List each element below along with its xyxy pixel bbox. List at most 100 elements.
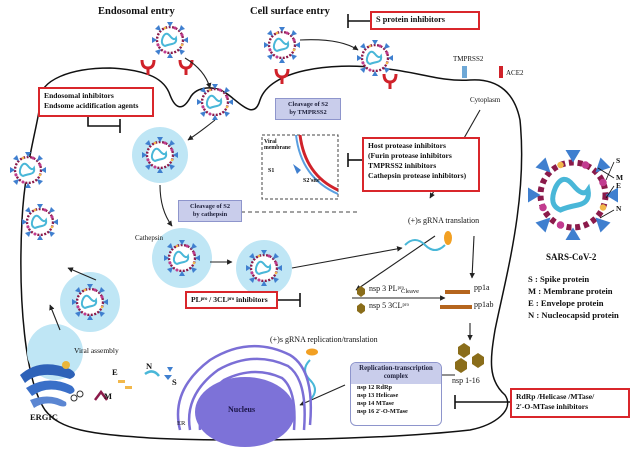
s2-site-label: S2'site [303, 178, 320, 184]
endosomal-inhibitors-line: Endosomal inhibitors [44, 91, 114, 100]
virion-endocytosis [195, 82, 235, 122]
replication-transcription-complex: Replication-transcription complex nsp 12… [350, 362, 442, 426]
legend-entry-e: E : Envelope protein [528, 297, 619, 309]
tmprss2-label: TMPRSS2 [453, 55, 484, 63]
rtc-title-line-2: complex [383, 373, 409, 381]
host-protease-line-4: Cathepsin protease inhibitors) [368, 170, 467, 180]
ribosome-2 [306, 348, 318, 356]
virion-bound-ace2 [355, 38, 395, 78]
virion-surface-entry [262, 25, 302, 65]
legend-entry-s: S : Spike protein [528, 274, 619, 285]
ace2-receptor-2 [178, 58, 194, 77]
ace2-receptor-3 [274, 67, 290, 86]
ergic-complex [20, 361, 84, 408]
nsp-1-16-label: nsp 1-16 [452, 376, 480, 385]
ace2-receptor-4 [382, 72, 398, 91]
s-protein-inhibitors-box: S protein inhibitors [370, 11, 480, 30]
tmprss2-marker [462, 66, 467, 78]
legend-virion-label-m: M [616, 173, 624, 182]
title-endosomal-entry: Endosomal entry [98, 6, 175, 17]
rtc-item-nsp13: nsp 13 Helicase [357, 392, 399, 400]
ace2-label: ACE2 [506, 69, 524, 77]
s1-label: S1 [268, 168, 275, 174]
nsp-hexagons [357, 286, 484, 373]
pl-3cl-inhibitors-label: PLᵖʳᵒ / 3CLᵖʳᵒ inhibitors [191, 295, 268, 304]
rdrp-inhibitors-box: RdRp /Helicase /MTase/ 2'-O-MTase inhibi… [510, 388, 630, 418]
legend-text-s: : Spike protein [534, 274, 590, 284]
legend-key-n: N [528, 309, 535, 320]
cleave-label: Cleave [401, 288, 420, 295]
legend-virion-label-n: N [616, 204, 622, 213]
legend-virus-name: SARS-CoV-2 [546, 252, 597, 262]
grna-replication-label: (+)s gRNA replication/translation [270, 335, 378, 344]
host-protease-inhibitors-box: Host protease inhibitors (Furin protease… [362, 137, 480, 192]
legend-entry-n: N : Nucleocapsid protein [528, 309, 619, 321]
legend-virion [528, 150, 618, 240]
viral-membrane-line-2: membrane [264, 145, 291, 152]
cleavage-cathepsin-box: Cleavage of S2 by cathepsin [178, 200, 242, 222]
protein-m-label: M [104, 391, 113, 401]
endosomal-inhibitors-box: Endosomal inhibitors Endsome acidificati… [38, 87, 154, 117]
cleavage-tmprss2-line-1: Cleavage of S2 [287, 101, 329, 108]
nsp3-label: nsp 3 PLᵖʳᵒ [369, 284, 404, 293]
legend-virion-label-e: E [616, 181, 622, 190]
protein-e-label: E [112, 367, 118, 377]
viral-protein-cluster [94, 367, 173, 401]
rtc-item-nsp14: nsp 14 MTase [357, 400, 394, 408]
virion-in-exit-vesicle [70, 282, 110, 322]
nucleus-label: Nucleus [228, 405, 256, 414]
rtc-header: Replication-transcription complex [351, 363, 441, 384]
cathepsin-label: Cathepsin [135, 234, 163, 242]
virion-in-endosome-3 [244, 248, 284, 288]
viral-membrane-label: Viral membrane [264, 139, 291, 152]
virion-in-endosome-2 [162, 238, 202, 278]
legend-text-m: : Membrane protein [538, 285, 613, 296]
er-label: ER [177, 420, 186, 427]
rtc-item-nsp12: nsp 12 RdRp [357, 383, 392, 391]
cleavage-tmprss2-line-2: by TMPRSS2 [289, 109, 327, 116]
legend-key-e: E [528, 297, 534, 308]
viral-assembly-label: Viral assembly [74, 346, 119, 355]
legend-key-s: S [528, 274, 533, 284]
ribosome-1 [444, 231, 452, 245]
host-protease-line-3: TMPRSS2 inhibitors [368, 160, 437, 170]
grna-strand-2 [304, 359, 316, 401]
rdrp-line-1: RdRp /Helicase /MTase/ [516, 392, 595, 401]
s2-cleavage-inset [261, 134, 339, 200]
virion-released-2 [20, 202, 60, 242]
legend-key-m: M [528, 285, 537, 296]
pp1ab-bar [440, 305, 472, 309]
grna-strand-1 [404, 239, 446, 251]
protein-s-label: S [172, 377, 177, 387]
pp1a-bar [445, 290, 470, 294]
legend-text-n: : Nucleocapsid protein [536, 309, 619, 320]
virion-in-endosome-1 [140, 135, 180, 175]
host-protease-line-1: Host protease inhibitors [368, 141, 446, 150]
acidification-agents-line: Endsome acidification agents [44, 100, 139, 110]
pl-3cl-inhibitors-box: PLᵖʳᵒ / 3CLᵖʳᵒ inhibitors [185, 291, 278, 309]
nucleus [195, 377, 295, 447]
cytoplasm-label: Cytoplasm [470, 96, 501, 104]
viral-membrane-line-1: Viral [264, 139, 277, 145]
inhibition-lines [87, 14, 510, 409]
grna-translation-label: (+)s gRNA translation [408, 216, 480, 225]
rtc-item-nsp16: nsp 16 2'-O-MTase [357, 408, 408, 416]
legend-entry-m: M : Membrane protein [528, 285, 619, 297]
rtc-title-line-1: Replication-transcription [359, 365, 433, 372]
cell-membrane [20, 65, 523, 441]
cleavage-tmprss2-box: Cleavage of S2 by TMPRSS2 [275, 98, 341, 120]
title-cell-surface-entry: Cell surface entry [250, 6, 330, 17]
cleavage-cathepsin-line-2: by cathepsin [192, 211, 228, 218]
legend-entries: S : Spike protein M : Membrane protein E… [528, 274, 619, 321]
legend-text-e: : Envelope protein [535, 297, 604, 308]
rdrp-line-2: 2'-O-MTase inhibitors [516, 401, 589, 411]
ace2-marker [499, 66, 503, 78]
ergic-label: ERGIC [30, 412, 58, 422]
virion-released-1 [8, 150, 48, 190]
legend-virion-label-s: S [616, 156, 621, 165]
legend-pointer-lines [597, 161, 615, 219]
pp1ab-label: pp1ab [474, 300, 494, 309]
pp1a-label: pp1a [474, 283, 490, 292]
nsp5-label: nsp 5 3CLᵖʳᵒ [369, 301, 409, 310]
